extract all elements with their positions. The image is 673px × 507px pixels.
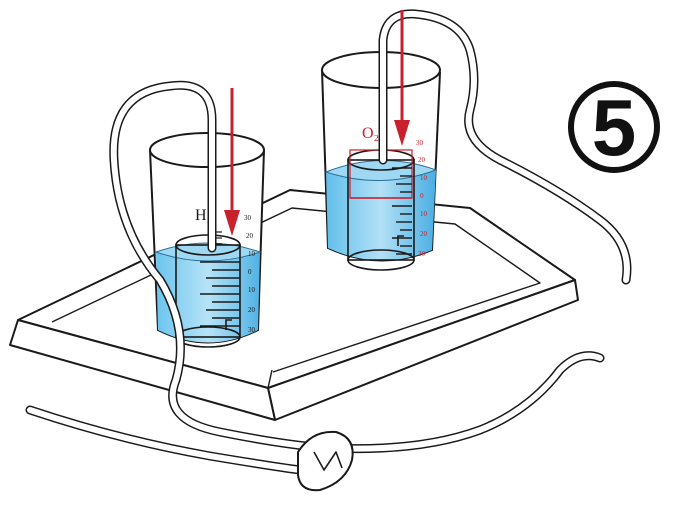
left-scale-label: 0 (248, 268, 252, 276)
tubes (25, 9, 632, 475)
right-scale-ticks (392, 167, 412, 255)
right-arrow (394, 10, 410, 146)
step-circle (568, 81, 660, 173)
right-scale-label: 20 (418, 156, 426, 164)
oxygen-label: O₂ (362, 125, 379, 142)
left-scale-ticks (200, 261, 240, 327)
left-scale-label: 30 (248, 326, 256, 334)
clip (297, 430, 354, 492)
right-scale-label: 0 (420, 192, 424, 200)
left-scale-label: 30 (244, 214, 252, 222)
step-badge: 5 (568, 81, 660, 173)
right-scale-label: 30 (418, 250, 426, 258)
right-scale-labels: 30 20 10 0 10 20 30 (416, 139, 428, 258)
step-number: 5 (592, 83, 637, 172)
left-scale-label: 20 (248, 306, 256, 314)
left-scale-labels: 30 20 10 0 10 20 30 (244, 214, 256, 334)
arrows (224, 10, 410, 236)
right-scale-label: 20 (420, 230, 428, 238)
right-scale-label: 30 (416, 139, 424, 147)
right-scale-label: 10 (420, 174, 428, 182)
left-arrow (224, 88, 240, 236)
left-scale-label: 10 (248, 250, 256, 258)
left-scale-label: 20 (246, 232, 254, 240)
tray (9, 189, 579, 421)
right-scale-label: 10 (420, 210, 428, 218)
left-scale-label: 10 (248, 286, 256, 294)
left-cylinder (149, 132, 265, 348)
